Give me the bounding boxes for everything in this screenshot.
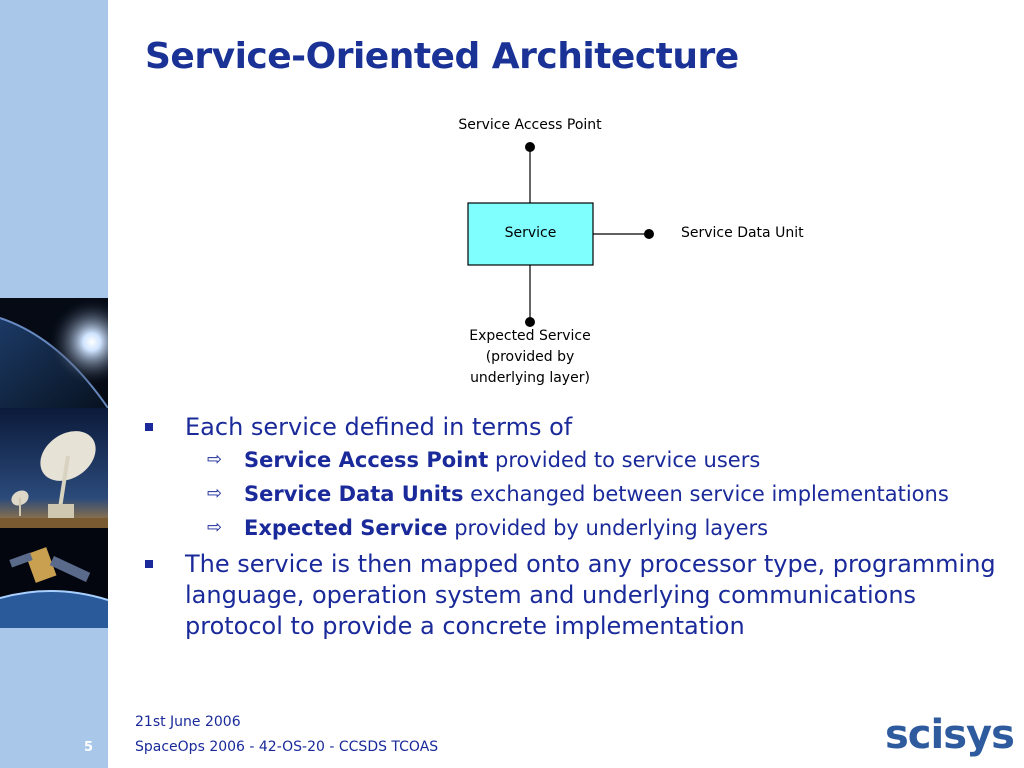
right-arrow-outline-icon: ⇨ — [207, 517, 223, 538]
service-access-point-label: Service Access Point — [458, 117, 602, 133]
bullet-item: Each service defined in terms of — [145, 412, 1015, 443]
sub-bullet-item: ⇨ Service Data Units exchanged between s… — [145, 477, 1015, 511]
footer-date: 21st June 2006 — [135, 714, 241, 730]
sub-bullet-term: Service Data Units — [244, 482, 464, 506]
scisys-logo: scisys — [885, 712, 1015, 758]
bullet-item: The service is then mapped onto any proc… — [145, 549, 1015, 642]
sub-bullet-text: exchanged between service implementation… — [463, 482, 949, 506]
sub-bullet-text: provided by underlying layers — [447, 516, 769, 540]
left-sidebar: 5 — [0, 0, 108, 768]
footer-event: SpaceOps 2006 - 42-OS-20 - CCSDS TCOAS — [135, 739, 439, 755]
service-data-unit-label: Service Data Unit — [681, 225, 804, 241]
satellite-dish-photo — [0, 408, 108, 528]
expected-service-label: Expected Service (provided by underlying… — [440, 326, 620, 389]
sdu-endpoint-dot — [644, 229, 654, 239]
satellite-orbit-photo — [0, 528, 108, 628]
expected-service-endpoint-dot — [525, 317, 535, 327]
sub-bullet-term: Service Access Point — [244, 448, 489, 472]
square-bullet-icon — [145, 423, 153, 431]
earth-horizon-photo — [0, 298, 108, 408]
sub-bullet-term: Expected Service — [244, 516, 448, 540]
slide-title: Service-Oriented Architecture — [145, 36, 739, 77]
expected-service-label-line: (provided by — [485, 349, 575, 365]
sub-bullet-item: ⇨ Expected Service provided by underlyin… — [145, 511, 1015, 545]
sap-endpoint-dot — [525, 142, 535, 152]
square-bullet-icon — [145, 560, 153, 568]
expected-service-label-line: underlying layer) — [470, 370, 590, 386]
expected-service-label-line: Expected Service — [469, 328, 591, 344]
sub-bullet-item: ⇨ Service Access Point provided to servi… — [145, 443, 1015, 477]
right-arrow-outline-icon: ⇨ — [207, 483, 223, 504]
sub-bullet-text: provided to service users — [488, 448, 761, 472]
service-box — [467, 202, 594, 266]
bullet-text: Each service defined in terms of — [185, 413, 573, 441]
right-arrow-outline-icon: ⇨ — [207, 449, 223, 470]
slide-number: 5 — [84, 740, 94, 755]
bullet-list: Each service defined in terms of ⇨ Servi… — [145, 412, 1015, 642]
bullet-text: The service is then mapped onto any proc… — [185, 550, 996, 640]
service-box-label: Service — [504, 225, 557, 241]
service-diagram: Service Access Point Service Service Dat… — [400, 105, 860, 405]
